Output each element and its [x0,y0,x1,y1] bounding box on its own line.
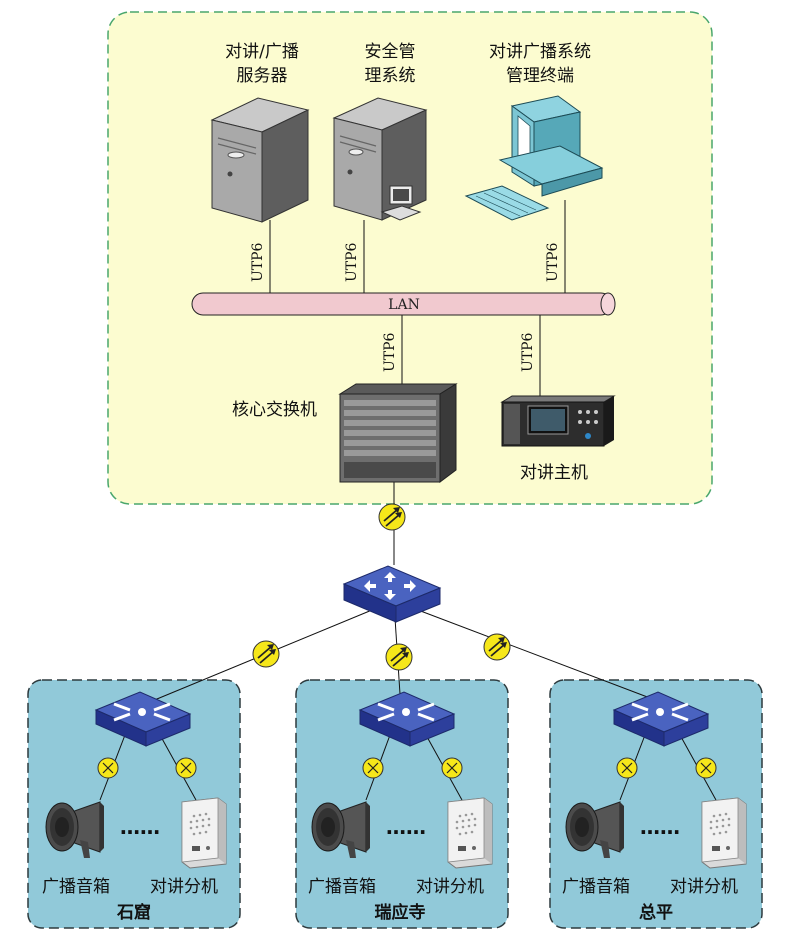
site-name: 总平 [639,902,673,923]
management-terminal-icon [464,95,604,221]
fiber-connector-icon [252,640,280,668]
ethernet-connector-icon [97,757,119,779]
fiber-connector-icon [385,643,413,671]
security-management-icon [332,97,428,221]
ethernet-connector-icon [175,757,197,779]
utp6-label-security: UTP6 [344,242,360,282]
speaker-label: 广播音箱 [42,877,110,897]
server-icon [210,97,310,223]
fiber-connector-icon [483,633,511,661]
intercom-extension-label: 对讲分机 [150,877,218,897]
fiber-connector-icon [378,503,406,531]
server-label-line1: 对讲/广播 [225,42,299,62]
server-label-line2: 服务器 [237,66,288,86]
utp6-label-server: UTP6 [250,242,266,282]
lan-bus: LAN [191,292,616,316]
speaker-label: 广播音箱 [562,877,630,897]
site-name: 瑞应寺 [375,902,426,923]
terminal-label-line1: 对讲广播系统 [489,42,591,62]
speaker-label: 广播音箱 [308,877,376,897]
intercom-extension-label: 对讲分机 [670,877,738,897]
ethernet-connector-icon [616,757,638,779]
ellipsis-dots: …… [386,815,426,839]
intercom-extension-icon [181,797,227,869]
distribution-switch-icon [343,565,441,623]
ellipsis-dots: …… [640,815,680,839]
intercom-host-label: 对讲主机 [520,463,588,483]
core-switch-label: 核心交换机 [232,400,317,420]
core-switch-icon [338,383,458,483]
ellipsis-dots: …… [120,815,160,839]
security-label-line1: 安全管 [365,42,416,62]
intercom-extension-icon [447,797,493,869]
utp6-label-intercom-host: UTP6 [520,332,536,372]
ethernet-connector-icon [441,757,463,779]
site-name: 石窟 [116,902,151,923]
utp6-label-core-switch: UTP6 [382,332,398,372]
security-label-line2: 理系统 [365,66,416,86]
utp6-label-terminal: UTP6 [545,242,561,282]
ethernet-connector-icon [362,757,384,779]
lan-label: LAN [388,297,420,313]
connection-lines [99,200,717,801]
intercom-extension-icon [701,797,747,869]
intercom-extension-label: 对讲分机 [416,877,484,897]
intercom-host-icon [500,395,616,447]
terminal-label-line2: 管理终端 [506,66,574,86]
ethernet-connector-icon [695,757,717,779]
